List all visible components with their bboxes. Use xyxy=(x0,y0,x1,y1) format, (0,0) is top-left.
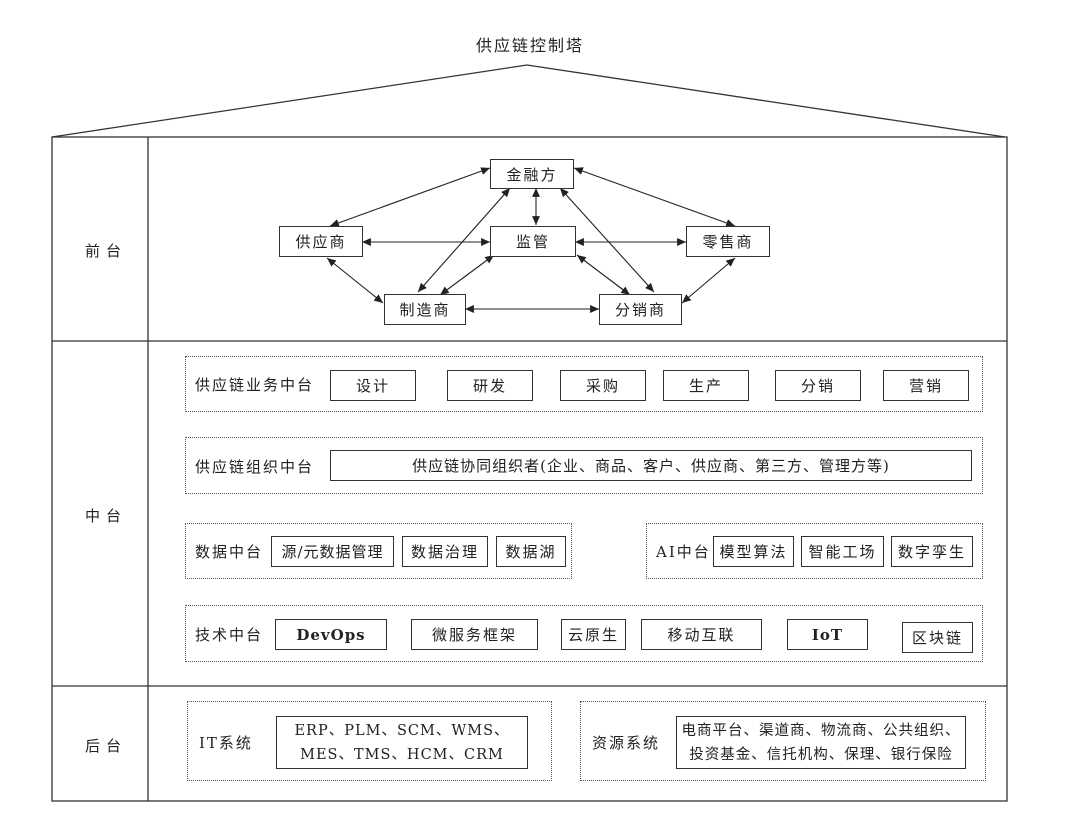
layer-label-front: 前台 xyxy=(85,242,128,260)
node-distributor: 分销商 xyxy=(599,294,682,325)
resource-system-panel xyxy=(580,701,986,781)
resource-system-line1: 电商平台、渠道商、物流商、公共组织、 xyxy=(681,722,961,739)
business-item-design: 设计 xyxy=(330,370,416,401)
data-item-governance: 数据治理 xyxy=(402,536,488,567)
tech-item-cloud-native: 云原生 xyxy=(561,619,626,650)
tech-item-mobile: 移动互联 xyxy=(641,619,762,650)
outer-frame xyxy=(51,136,1008,802)
resource-system-content: 电商平台、渠道商、物流商、公共组织、 投资基金、信托机构、保理、银行保险 xyxy=(676,716,966,769)
org-center-content: 供应链协同组织者(企业、商品、客户、供应商、第三方、管理方等) xyxy=(330,450,972,481)
tech-center-panel xyxy=(185,605,983,662)
tech-item-devops: DevOps xyxy=(275,619,387,650)
org-center-panel xyxy=(185,437,983,494)
tech-center-label: 技术中台 xyxy=(195,626,264,644)
data-item-lake: 数据湖 xyxy=(496,536,566,567)
it-system-label: IT系统 xyxy=(199,734,253,752)
tech-item-microservices: 微服务框架 xyxy=(411,619,538,650)
business-item-marketing: 营销 xyxy=(883,370,969,401)
ai-item-model: 模型算法 xyxy=(713,536,794,567)
it-system-panel xyxy=(187,701,552,781)
node-finance: 金融方 xyxy=(490,159,574,189)
ai-item-smart-factory: 智能工场 xyxy=(801,536,884,567)
tech-item-iot: IoT xyxy=(787,619,868,650)
node-supplier: 供应商 xyxy=(279,226,363,257)
org-center-label: 供应链组织中台 xyxy=(195,458,315,476)
ai-center-panel xyxy=(646,523,983,579)
relationship-arrows xyxy=(326,167,736,313)
node-regulator: 监管 xyxy=(490,226,576,257)
diagram-title: 供应链控制塔 xyxy=(476,36,585,55)
it-system-line2: MES、TMS、HCM、CRM xyxy=(300,746,504,763)
business-item-rnd: 研发 xyxy=(447,370,533,401)
resource-system-label: 资源系统 xyxy=(592,734,661,752)
roof xyxy=(51,64,1006,138)
resource-system-line2: 投资基金、信托机构、保理、银行保险 xyxy=(689,746,953,763)
it-system-line1: ERP、PLM、SCM、WMS、 xyxy=(294,722,510,739)
business-item-production: 生产 xyxy=(663,370,749,401)
data-center-panel xyxy=(185,523,572,579)
node-manufacturer: 制造商 xyxy=(384,294,466,325)
data-center-label: 数据中台 xyxy=(195,543,264,561)
data-item-metadata: 源/元数据管理 xyxy=(271,536,394,567)
business-item-distribution: 分销 xyxy=(775,370,861,401)
ai-center-label: AI中台 xyxy=(656,543,711,561)
business-center-panel xyxy=(185,356,983,412)
business-center-label: 供应链业务中台 xyxy=(195,376,315,394)
node-retailer: 零售商 xyxy=(686,226,770,257)
layer-label-middle: 中台 xyxy=(85,507,128,525)
ai-item-digital-twin: 数字孪生 xyxy=(891,536,973,567)
it-system-content: ERP、PLM、SCM、WMS、 MES、TMS、HCM、CRM xyxy=(276,716,528,769)
layer-label-back: 后台 xyxy=(85,737,128,755)
tech-item-blockchain: 区块链 xyxy=(902,622,973,653)
business-item-procurement: 采购 xyxy=(560,370,646,401)
